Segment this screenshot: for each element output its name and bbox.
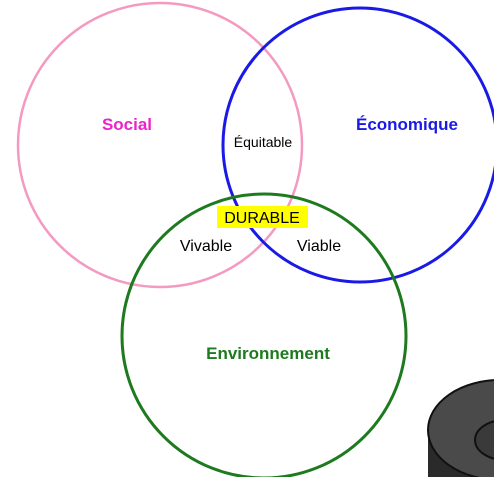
label-economique: Économique bbox=[356, 115, 458, 134]
label-durable: DURABLE bbox=[224, 210, 300, 227]
label-equitable: Équitable bbox=[234, 134, 293, 150]
circle-social bbox=[16, 1, 304, 289]
disc-decoration bbox=[427, 379, 494, 477]
label-environnement: Environnement bbox=[206, 344, 330, 363]
center-highlight bbox=[217, 206, 308, 228]
label-viable: Viable bbox=[297, 238, 341, 255]
label-social: Social bbox=[102, 115, 152, 134]
label-vivable: Vivable bbox=[180, 238, 232, 255]
circle-economique bbox=[221, 6, 494, 284]
circle-environnement bbox=[120, 192, 408, 477]
